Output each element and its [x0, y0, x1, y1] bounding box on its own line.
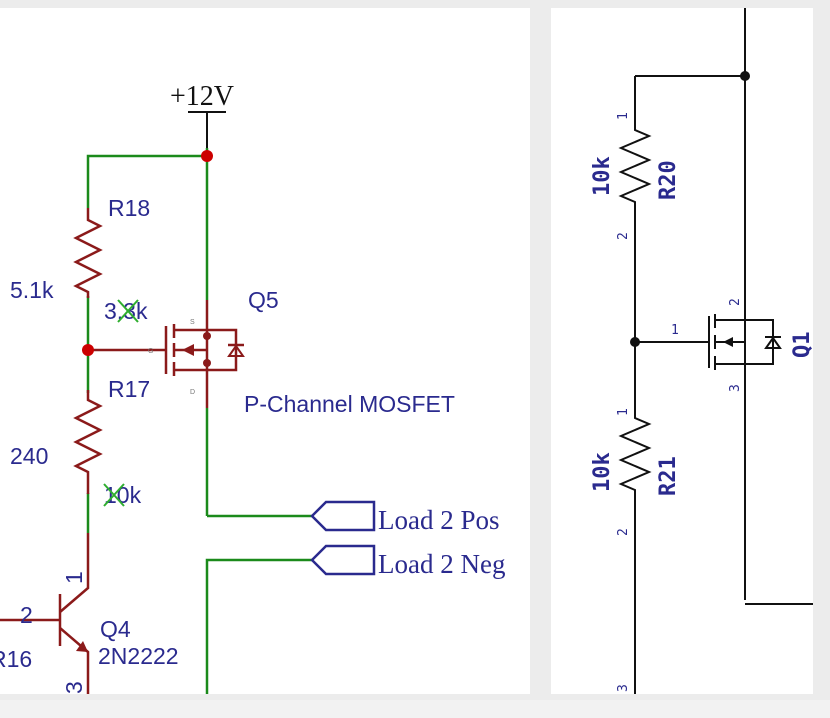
r21-pin1: 1	[616, 408, 631, 416]
r20-pin2: 2	[616, 232, 631, 240]
cross-mark-bottom	[103, 483, 125, 507]
q1-mosfet	[708, 290, 782, 600]
junction-gate	[82, 344, 94, 356]
q4-pin3: 3	[61, 681, 87, 694]
q1-pin3: 3	[728, 384, 743, 392]
r18-value: 5.1k	[10, 277, 54, 303]
q4-pin1: 1	[61, 571, 87, 584]
left-schematic: +12V S	[0, 81, 505, 694]
load-pos-connector	[310, 500, 376, 532]
q1-pin2: 2	[728, 298, 743, 306]
right-schematic-panel: 1 10k R20 2 1 2 Q1 3 1 10k R21 2 3	[551, 8, 813, 694]
pin-g-label: G	[148, 348, 153, 355]
load-pos-label: Load 2 Pos	[378, 505, 500, 535]
mosfet-label: P-Channel MOSFET	[244, 391, 455, 417]
bottom-strip	[0, 700, 830, 718]
load-neg-connector	[310, 544, 376, 576]
r20-resistor	[618, 118, 652, 212]
supply-label: +12V	[170, 81, 234, 112]
r21-resistor	[618, 406, 652, 500]
junction-top	[740, 71, 750, 81]
r21-name: R21	[656, 456, 681, 496]
gate-pin-label: 1	[671, 323, 679, 338]
r21-pin2: 2	[616, 528, 631, 536]
alt-value-top: 3.3k	[104, 298, 148, 324]
load-neg-label: Load 2 Neg	[378, 549, 505, 579]
r20-name: R20	[656, 160, 681, 200]
r18-name: R18	[108, 195, 150, 221]
q4-part: 2N2222	[98, 643, 179, 669]
wire-load-neg	[205, 558, 312, 694]
left-schematic-panel: +12V S	[0, 8, 530, 694]
r17-resistor	[73, 390, 103, 494]
r20-value: 10k	[590, 156, 615, 196]
pin-d-label: D	[190, 389, 195, 396]
bottom-pin-label: 3	[616, 684, 631, 692]
pin-s-label: S	[190, 319, 195, 326]
q4-name: Q4	[100, 616, 131, 642]
right-schematic: 1 10k R20 2 1 2 Q1 3 1 10k R21 2 3	[590, 8, 813, 694]
q4-transistor	[0, 533, 90, 694]
r20-pin1: 1	[616, 112, 631, 120]
r16-label: R16	[0, 646, 32, 672]
r17-value: 240	[10, 443, 48, 469]
r18-resistor	[73, 208, 103, 298]
q5-name: Q5	[248, 287, 279, 313]
junction-gate	[630, 337, 640, 347]
r21-value: 10k	[590, 452, 615, 492]
r17-name: R17	[108, 376, 150, 402]
wire-top	[86, 154, 207, 208]
q1-name: Q1	[790, 332, 813, 359]
junction-supply	[201, 150, 213, 162]
cross-mark-top	[117, 299, 139, 323]
q5-mosfet	[164, 300, 245, 408]
q4-pin2: 2	[20, 602, 33, 628]
